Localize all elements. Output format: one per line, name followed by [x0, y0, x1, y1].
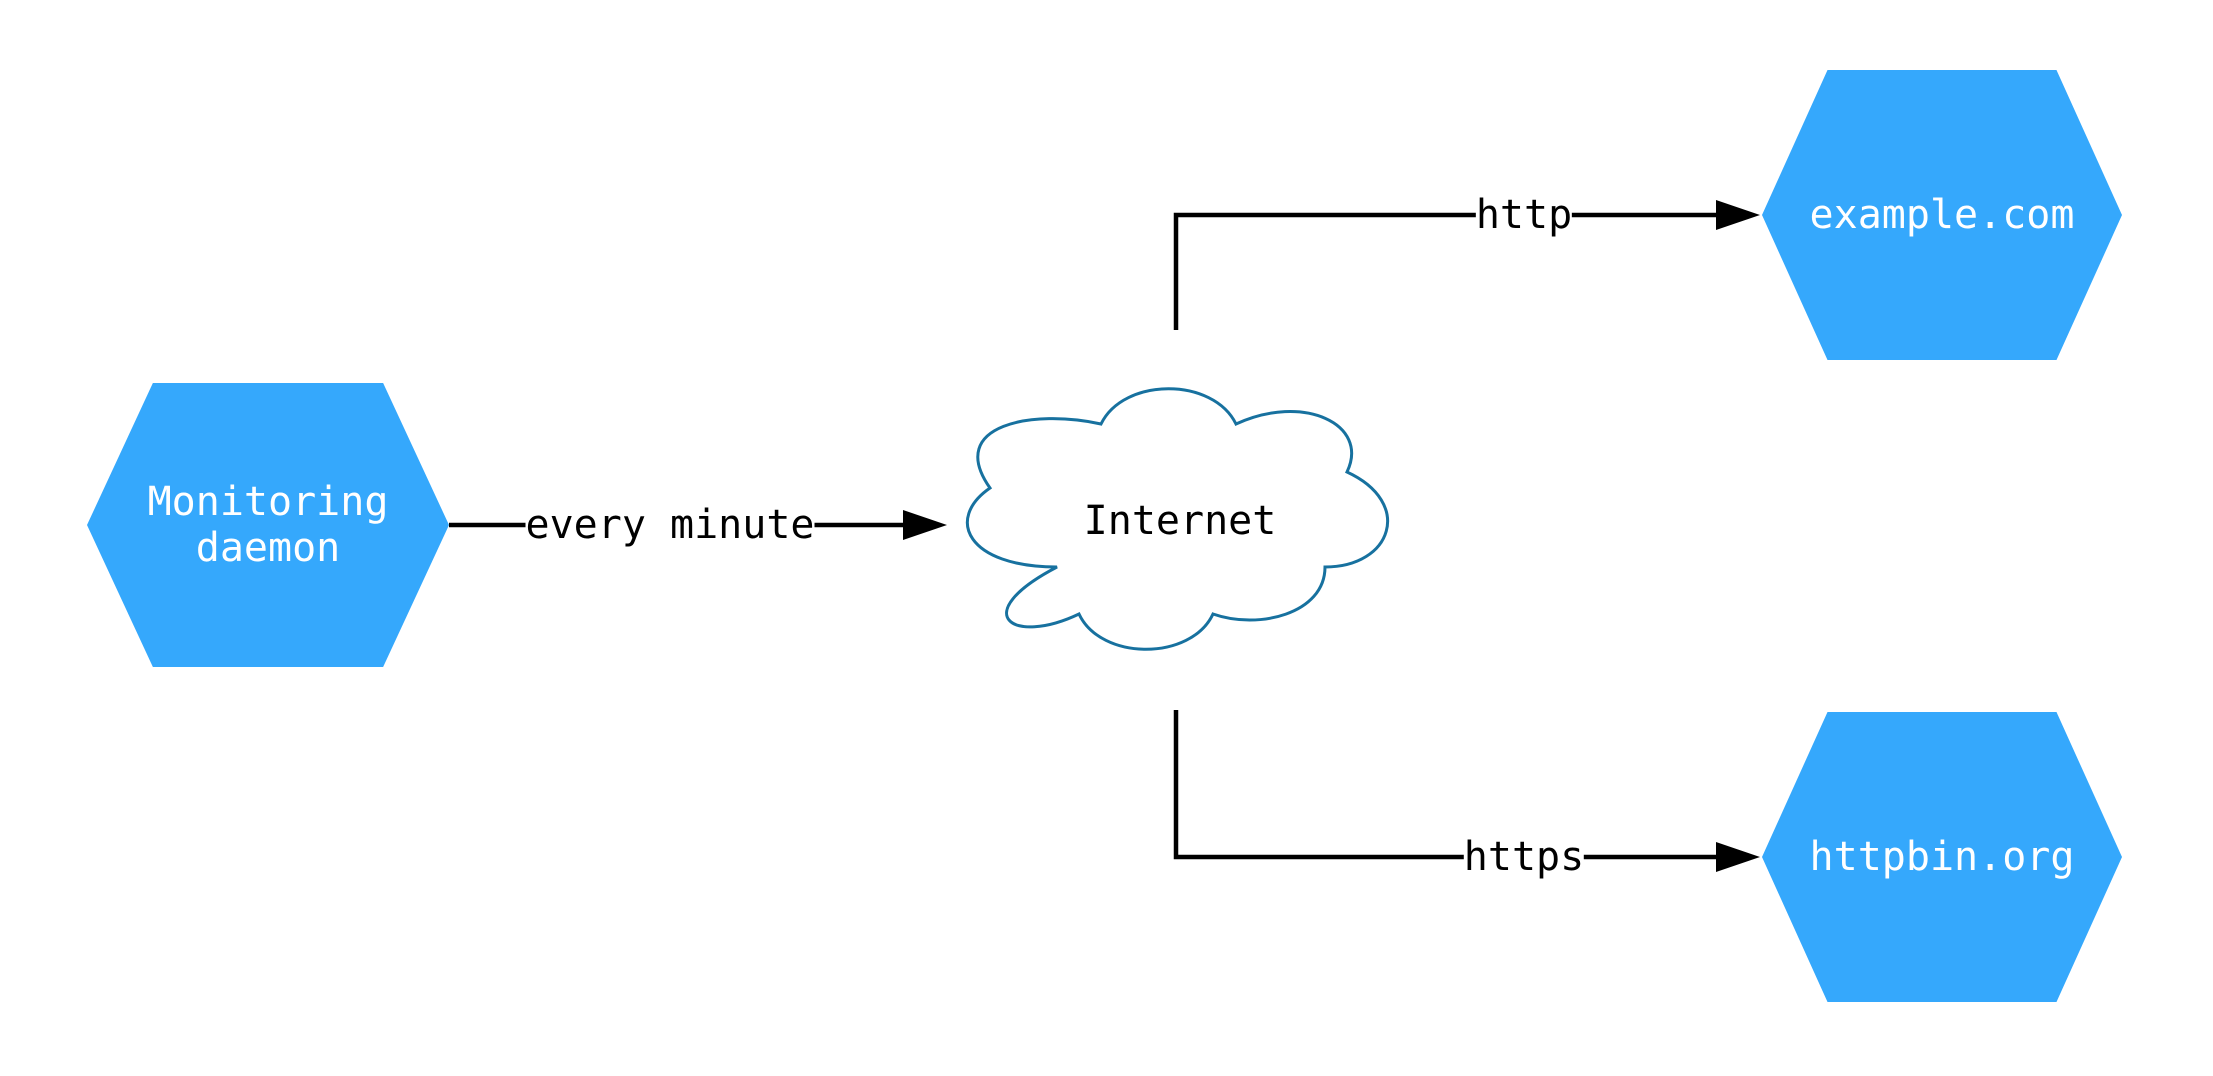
node-monitoring-daemon: Monitoring daemon	[87, 383, 449, 667]
node-monitoring-daemon-label-line1: Monitoring	[147, 479, 389, 525]
edge-http-line	[1173, 212, 1716, 330]
edge-every-minute-arrowhead-icon	[903, 510, 947, 540]
edge-https-label: https	[1463, 834, 1585, 880]
node-example-com: example.com	[1762, 70, 2122, 360]
edge-https-arrowhead-icon	[1716, 842, 1760, 872]
edge-http-label: http	[1475, 192, 1573, 238]
node-monitoring-daemon-label: Monitoring daemon	[148, 479, 389, 571]
node-example-com-label: example.com	[1809, 192, 2075, 238]
edge-https-line	[1173, 710, 1716, 860]
edge-http-arrowhead-icon	[1716, 200, 1760, 230]
edge-every-minute-label: every minute	[525, 502, 815, 548]
node-internet-label: Internet	[1083, 498, 1277, 544]
node-httpbin-org-label: httpbin.org	[1809, 834, 2075, 880]
node-httpbin-org: httpbin.org	[1762, 712, 2122, 1002]
internet-cloud-shape	[965, 387, 1389, 651]
node-monitoring-daemon-label-line2: daemon	[195, 525, 341, 571]
